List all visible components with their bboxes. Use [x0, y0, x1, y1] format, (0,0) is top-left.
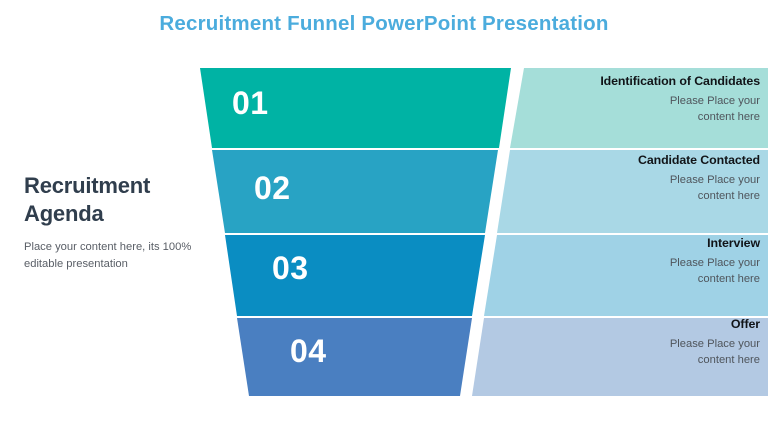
stage-title-2: Candidate Contacted — [637, 153, 760, 167]
stage-desc-2-line2: content here — [697, 189, 760, 202]
agenda-heading: Recruitment Agenda — [24, 172, 214, 227]
funnel-band-4[interactable] — [237, 318, 472, 396]
stage-desc-1: Please Place your content here — [510, 94, 760, 125]
stage-text-3: Interview Please Place your content here — [510, 236, 760, 287]
stage-desc-4-line2: content here — [697, 353, 760, 366]
stage-desc-3: Please Place your content here — [510, 256, 760, 287]
stage-text-1: Identification of Candidates Please Plac… — [510, 74, 760, 125]
stage-title-3: Interview — [707, 236, 760, 250]
funnel-number-4: 04 — [290, 333, 327, 369]
stage-desc-4-line1: Please Place your — [669, 337, 760, 350]
stage-desc-1-line2: content here — [697, 110, 760, 123]
funnel-band-1[interactable] — [200, 68, 511, 148]
stage-desc-3-line1: Please Place your — [669, 256, 760, 269]
stage-panel-1[interactable] — [510, 68, 768, 148]
stage-panel-4[interactable] — [472, 318, 768, 396]
funnel-band-2[interactable] — [212, 150, 498, 233]
agenda-body-text: Place your content here, its 100% editab… — [24, 241, 192, 270]
stage-text-2: Candidate Contacted Please Place your co… — [510, 153, 760, 204]
page-title: Recruitment Funnel PowerPoint Presentati… — [159, 12, 609, 35]
stage-panel-2[interactable] — [497, 150, 768, 233]
agenda-block: Recruitment Agenda Place your content he… — [24, 172, 214, 272]
stage-title-4: Offer — [730, 317, 760, 331]
agenda-heading-line1: Recruitment — [24, 173, 151, 198]
stage-title-1: Identification of Candidates — [600, 74, 760, 88]
funnel-band-3[interactable] — [225, 235, 485, 316]
funnel-number-1: 01 — [232, 85, 269, 121]
agenda-heading-line2: Agenda — [24, 200, 104, 226]
stage-desc-4: Please Place your content here — [510, 337, 760, 368]
stage-desc-2-line1: Please Place your — [669, 173, 760, 186]
stage-desc-1-line1: Please Place your — [669, 94, 760, 107]
stage-desc-2: Please Place your content here — [510, 173, 760, 204]
stage-text-4: Offer Please Place your content here — [510, 317, 760, 368]
funnel-number-3: 03 — [272, 250, 309, 286]
stage-panel-3[interactable] — [484, 235, 768, 316]
stage-desc-3-line2: content here — [697, 272, 760, 285]
funnel-number-2: 02 — [254, 170, 291, 206]
